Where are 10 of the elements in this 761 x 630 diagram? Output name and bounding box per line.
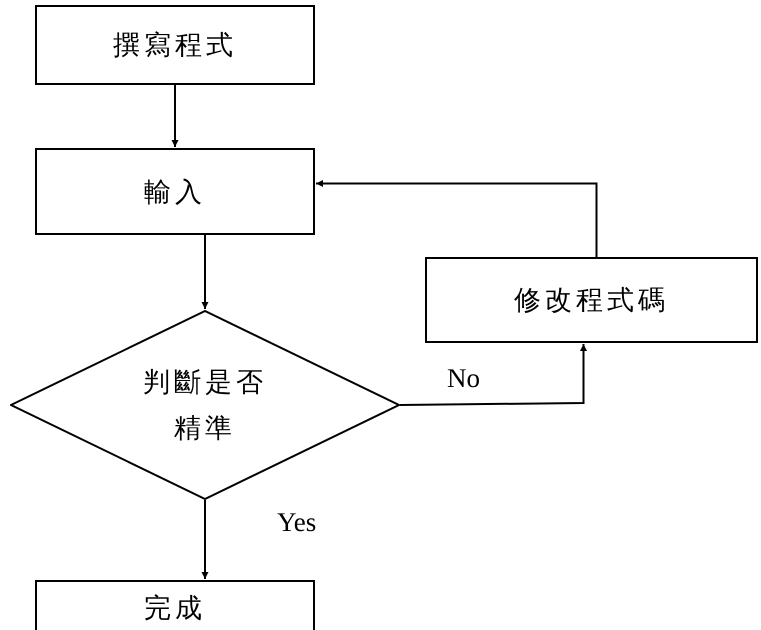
decision-text: 判斷是否精準 bbox=[142, 366, 268, 445]
process-box: 撰寫程式 bbox=[35, 5, 315, 85]
process-box: 完成 bbox=[35, 580, 315, 630]
arrow bbox=[316, 180, 598, 257]
process-box: 修改程式碼 bbox=[425, 257, 758, 343]
arrow bbox=[202, 235, 208, 309]
process-box: 輸入 bbox=[35, 148, 315, 235]
arrow bbox=[202, 500, 208, 579]
arrow bbox=[400, 344, 587, 406]
arrow bbox=[172, 85, 178, 147]
